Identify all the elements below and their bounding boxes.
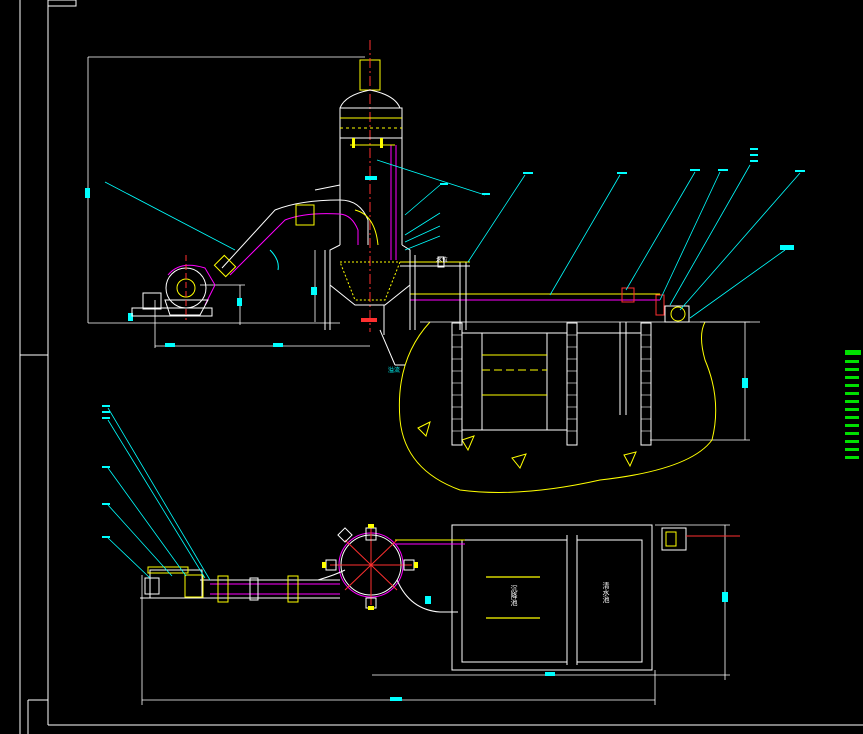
sedimentation-tank-text: 沉降池 (510, 585, 518, 606)
fan-plan (140, 566, 215, 599)
clear-water-tank-text: 清水池 (602, 581, 610, 603)
outlet-pipe (400, 261, 660, 330)
leader-lines-elevation (104, 159, 801, 319)
sedimentation-baffles (486, 576, 540, 619)
technical-notes-panel (845, 350, 861, 459)
tag-label-a: 水位 (436, 256, 448, 264)
leader-tick-marks-plan (102, 405, 110, 538)
tank-walls (451, 322, 652, 446)
plan-dimension-marks (390, 592, 728, 701)
duct-plan (200, 569, 346, 603)
fan-unit (131, 255, 216, 320)
water-levels (482, 322, 627, 415)
elevation-dimensions (87, 56, 750, 441)
clear-water-tank-label: 清水池 (602, 581, 610, 603)
tanks-plan (451, 524, 653, 671)
tower-plan-marks (322, 524, 418, 610)
sedimentation-tank-label: 沉降池 (510, 585, 518, 606)
tower-plan (325, 525, 465, 613)
valve-symbols (437, 256, 690, 323)
ground-outline (398, 321, 717, 493)
dimension-marks (85, 176, 748, 388)
valve-plan (661, 527, 740, 551)
leader-lines-plan (107, 407, 211, 581)
drawing-frame (19, 0, 863, 734)
nozzles (352, 138, 383, 322)
leader-tick-marks (440, 148, 805, 250)
brick-hatching (452, 334, 651, 432)
ground-symbols (417, 421, 637, 469)
scrubber-tower (324, 40, 416, 366)
tag-label-b: 溢流 (388, 366, 400, 374)
inlet-duct (213, 184, 379, 278)
